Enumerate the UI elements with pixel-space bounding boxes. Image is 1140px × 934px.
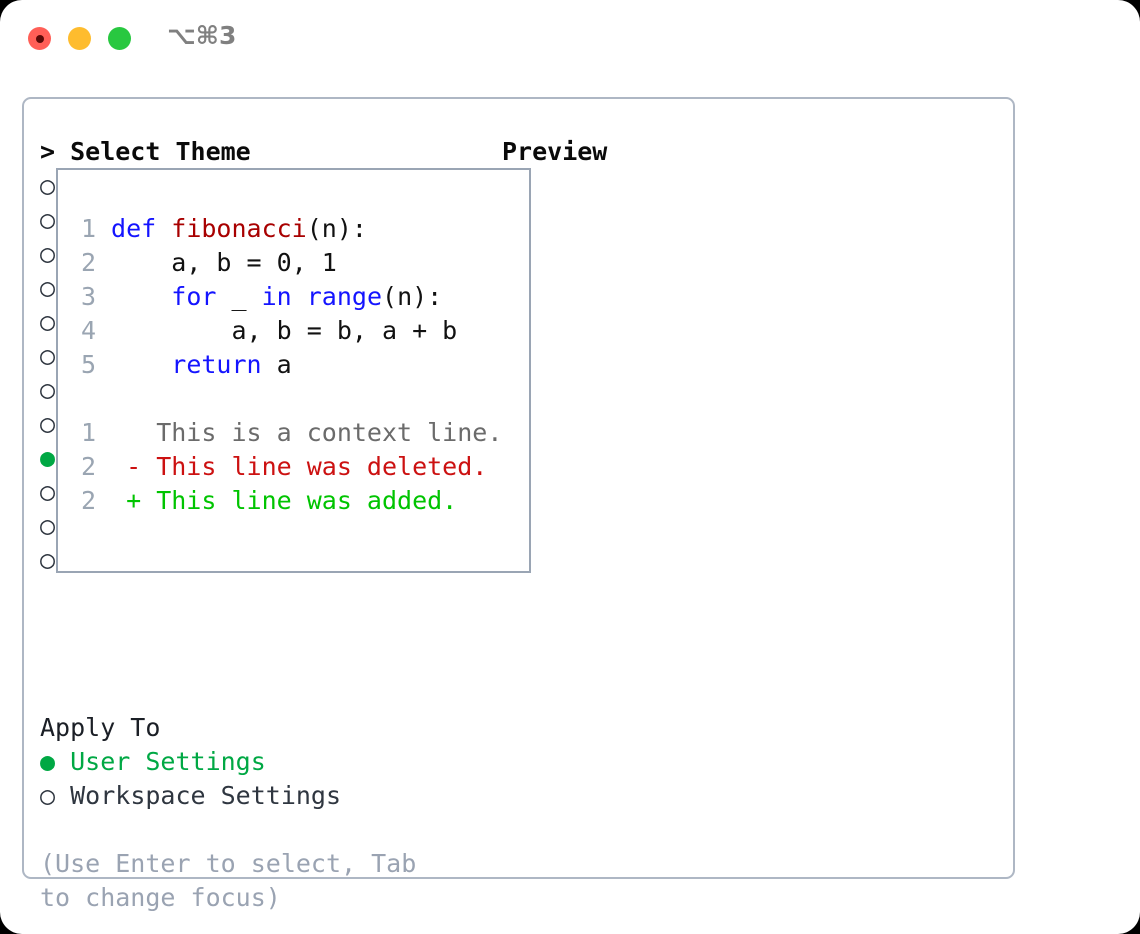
radio-unselected-icon: ○ bbox=[40, 781, 56, 810]
line-number: 2 bbox=[80, 486, 96, 515]
apply-to-option-workspace-settings[interactable]: ○ Workspace Settings bbox=[40, 779, 490, 813]
apply-to-option-user-settings[interactable]: ● User Settings bbox=[40, 745, 490, 779]
radio-unselected-icon: ○ bbox=[40, 375, 56, 404]
titlebar: ⌥⌘3 bbox=[0, 0, 1140, 78]
code-line: 1 def fibonacci(n): bbox=[72, 212, 502, 246]
code-line: 1 This is a context line. bbox=[72, 416, 502, 450]
line-number: 5 bbox=[80, 350, 96, 379]
radio-selected-icon: ● bbox=[40, 747, 56, 776]
code-line: 2 + This line was added. bbox=[72, 484, 502, 518]
code-token-pl: a, b = 0, 1 bbox=[96, 248, 337, 277]
code-line: 4 a, b = b, a + b bbox=[72, 314, 502, 348]
code-token-kw: return bbox=[171, 350, 262, 379]
minimize-window-button[interactable] bbox=[68, 27, 91, 50]
line-number: 2 bbox=[80, 452, 96, 481]
code-token-pl bbox=[292, 282, 307, 311]
code-token-pl bbox=[96, 350, 171, 379]
code-token-pl bbox=[96, 282, 171, 311]
code-line: 3 for _ in range(n): bbox=[72, 280, 502, 314]
radio-unselected-icon: ○ bbox=[40, 409, 56, 438]
code-token-pl: _ bbox=[216, 282, 262, 311]
code-line: 2 - This line was deleted. bbox=[72, 450, 502, 484]
line-number: 1 bbox=[80, 418, 96, 447]
radio-selected-icon: ● bbox=[40, 443, 56, 472]
code-token-add: + This line was added. bbox=[96, 486, 458, 515]
code-token-kw: def bbox=[96, 214, 172, 243]
apply-to-list: ● User Settings○ Workspace Settings bbox=[40, 745, 490, 813]
preview-column: Preview bbox=[502, 135, 1002, 169]
select-theme-heading: > Select Theme bbox=[40, 137, 251, 166]
code-token-pl: a bbox=[261, 350, 292, 379]
radio-unselected-icon: ○ bbox=[40, 273, 56, 302]
close-window-button[interactable] bbox=[28, 27, 51, 50]
radio-unselected-icon: ○ bbox=[40, 511, 56, 540]
radio-unselected-icon: ○ bbox=[40, 239, 56, 268]
radio-unselected-icon: ○ bbox=[40, 205, 56, 234]
line-number: 1 bbox=[80, 214, 96, 243]
line-number: 2 bbox=[80, 248, 96, 277]
keyboard-hint-text: (Use Enter to select, Tab to change focu… bbox=[40, 849, 432, 912]
code-token-kw: range bbox=[306, 282, 383, 311]
radio-unselected-icon: ○ bbox=[40, 545, 56, 574]
radio-unselected-icon: ○ bbox=[40, 477, 56, 506]
window-controls bbox=[28, 27, 131, 50]
apply-to-heading: Apply To bbox=[40, 713, 161, 742]
code-token-ctx: This is a context line. bbox=[96, 418, 503, 447]
apply-to-option-label: Workspace Settings bbox=[55, 781, 342, 810]
radio-unselected-icon: ○ bbox=[40, 171, 56, 200]
code-preview-separator bbox=[72, 382, 502, 416]
line-number: 4 bbox=[80, 316, 96, 345]
keyboard-shortcut-label: ⌥⌘3 bbox=[167, 21, 237, 50]
maximize-window-button[interactable] bbox=[108, 27, 131, 50]
line-number: 3 bbox=[80, 282, 96, 311]
code-token-fn: fibonacci bbox=[171, 214, 307, 243]
main-panel: > Select Theme ○ ANSI Dark○ Atom One Dar… bbox=[22, 97, 1015, 912]
code-token-pl: (n): bbox=[306, 214, 367, 243]
code-token-pl: (n): bbox=[382, 282, 443, 311]
code-token-pl: a, b = b, a + b bbox=[96, 316, 458, 345]
code-line: 2 a, b = 0, 1 bbox=[72, 246, 502, 280]
radio-unselected-icon: ○ bbox=[40, 341, 56, 370]
code-line: 5 return a bbox=[72, 348, 502, 382]
code-token-kw: in bbox=[261, 282, 292, 311]
code-token-kw: for bbox=[171, 282, 217, 311]
radio-unselected-icon: ○ bbox=[40, 307, 56, 336]
code-token-del: - This line was deleted. bbox=[96, 452, 488, 481]
apply-to-option-label: User Settings bbox=[55, 747, 266, 776]
preview-heading: Preview bbox=[502, 137, 608, 166]
apply-to-group: Apply To ● User Settings○ Workspace Sett… bbox=[40, 711, 490, 813]
